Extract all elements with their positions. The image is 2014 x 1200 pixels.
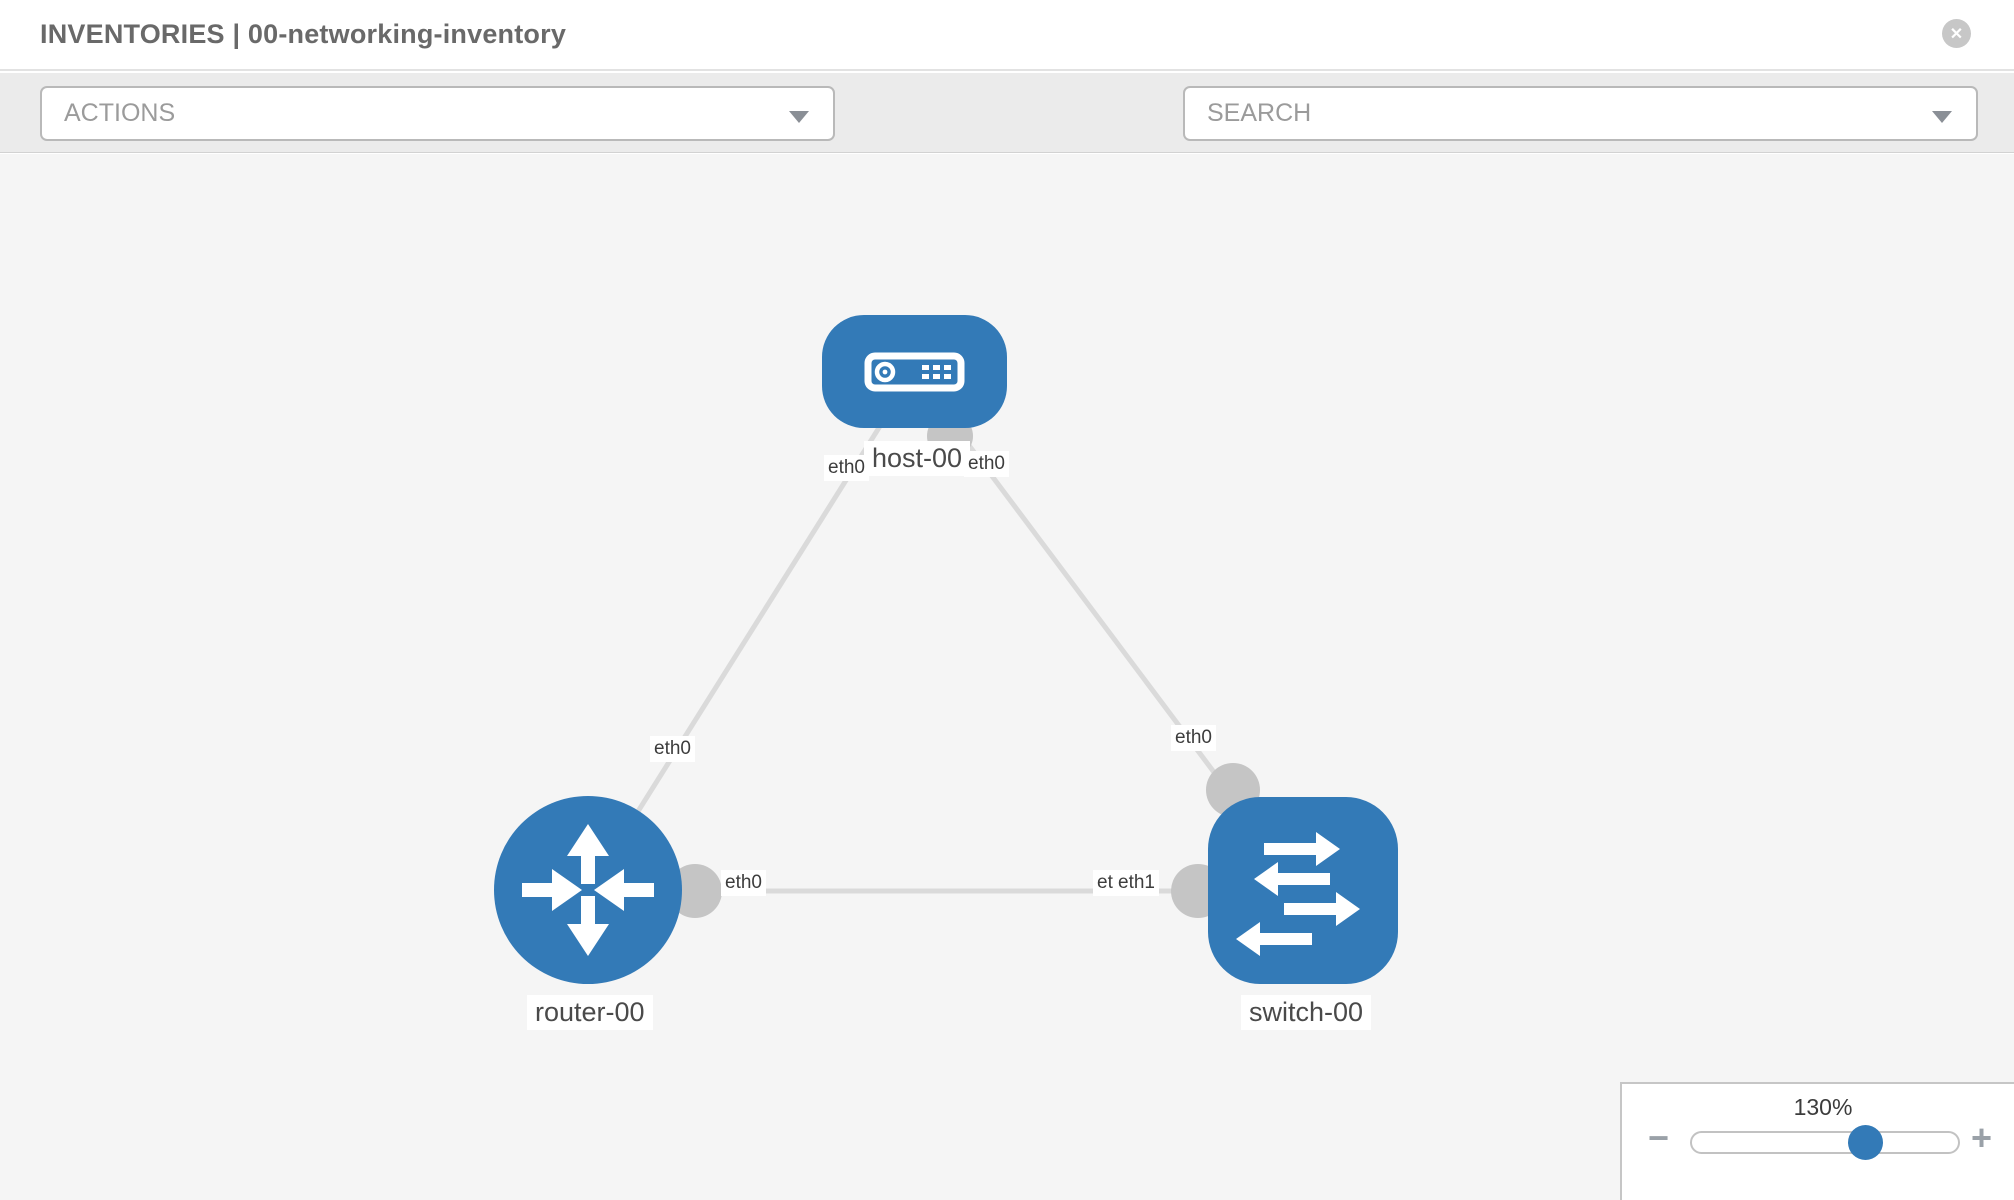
router-icon — [522, 824, 654, 956]
zoom-percent-label: 130% — [1793, 1094, 1853, 1120]
zoom-control-panel: 130% − + — [1620, 1082, 2014, 1200]
plus-icon: + — [1971, 1117, 1993, 1158]
close-button[interactable]: ✕ — [1942, 19, 1971, 48]
chevron-down-icon — [789, 111, 809, 123]
port-circle-router — [668, 864, 722, 918]
search-dropdown[interactable]: SEARCH — [1183, 86, 1978, 141]
iface-label-host-to-router: eth0 — [824, 455, 869, 481]
iface-label-switch-to-host: eth0 — [1171, 725, 1216, 751]
search-dropdown-label: SEARCH — [1207, 99, 1312, 127]
switch-icon — [1236, 832, 1360, 956]
node-switch-00[interactable] — [1208, 797, 1398, 984]
chevron-down-icon — [1932, 111, 1952, 123]
node-router-00[interactable] — [494, 796, 682, 984]
iface-label-router-to-host: eth0 — [650, 736, 695, 762]
node-label-router: router-00 — [527, 995, 653, 1030]
server-icon — [864, 352, 965, 392]
actions-dropdown[interactable]: ACTIONS — [40, 86, 835, 141]
node-label-switch: switch-00 — [1241, 995, 1372, 1030]
topology-canvas[interactable]: host-00 router-00 switch-00 eth0 eth0 et… — [0, 154, 2014, 1200]
zoom-slider-track[interactable] — [1690, 1131, 1960, 1154]
close-icon: ✕ — [1949, 25, 1964, 43]
node-label-host: host-00 — [864, 441, 971, 476]
iface-label-router-to-switch: eth0 — [721, 870, 766, 896]
page-title: INVENTORIES | 00-networking-inventory — [40, 19, 567, 49]
toolbar: ACTIONS SEARCH — [0, 73, 2014, 208]
node-host-00[interactable] — [822, 315, 1007, 428]
actions-dropdown-label: ACTIONS — [64, 99, 176, 127]
header: INVENTORIES | 00-networking-inventory ✕ — [0, 0, 2014, 71]
minus-icon: − — [1648, 1117, 1670, 1158]
topology-links-layer — [585, 370, 1306, 918]
iface-label-host-to-switch: eth0 — [964, 451, 1009, 477]
zoom-in-button[interactable]: + — [1971, 1120, 1992, 1156]
iface-label-switch-to-router: eth1 — [1114, 870, 1159, 896]
zoom-slider-knob[interactable] — [1848, 1125, 1883, 1160]
zoom-out-button[interactable]: − — [1648, 1120, 1669, 1156]
